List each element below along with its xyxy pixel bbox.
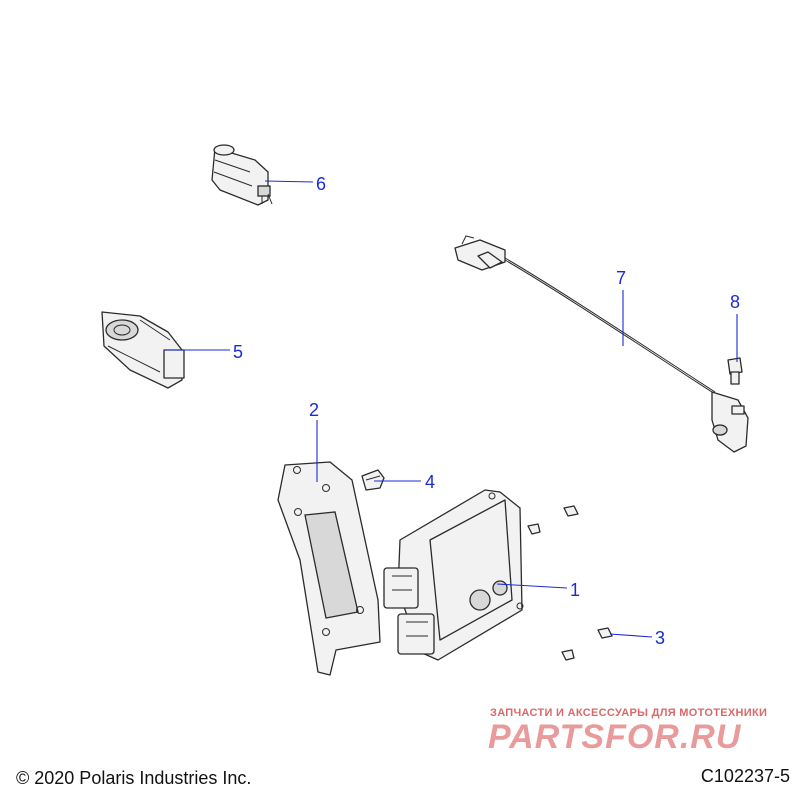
leader-6 (264, 180, 314, 183)
watermark-tagline: ЗАПЧАСТИ И АКСЕССУАРЫ ДЛЯ МОТОТЕХНИКИ (490, 707, 768, 719)
part-3-screws[interactable] (527, 505, 613, 661)
callout-6: 6 (316, 174, 326, 194)
callout-5: 5 (233, 342, 243, 362)
callout-3: 3 (655, 628, 665, 648)
part-6-sensor[interactable] (211, 144, 273, 206)
copyright-notice: © 2020 Polaris Industries Inc. (16, 768, 252, 788)
callout-7: 7 (616, 268, 626, 288)
part-1-ecu[interactable] (383, 489, 524, 661)
leader-3 (609, 633, 653, 638)
part-7-speed-sensor[interactable] (454, 235, 749, 453)
watermark-logo: PARTSFOR.RU (488, 718, 742, 756)
part-2-bracket[interactable] (277, 461, 381, 676)
callout-2: 2 (309, 400, 319, 420)
callout-8: 8 (730, 292, 740, 312)
callout-1: 1 (570, 580, 580, 600)
figure-code: C102237-5 (700, 766, 790, 786)
part-5-switch[interactable] (101, 311, 185, 389)
part-4-push-rivet[interactable] (361, 469, 385, 491)
callout-4: 4 (425, 472, 435, 492)
leader-lines (166, 180, 738, 638)
callout-labels: 1 2 3 4 5 6 7 8 (233, 174, 740, 648)
part-8-bolt[interactable] (727, 357, 743, 385)
leader-1 (496, 583, 568, 589)
